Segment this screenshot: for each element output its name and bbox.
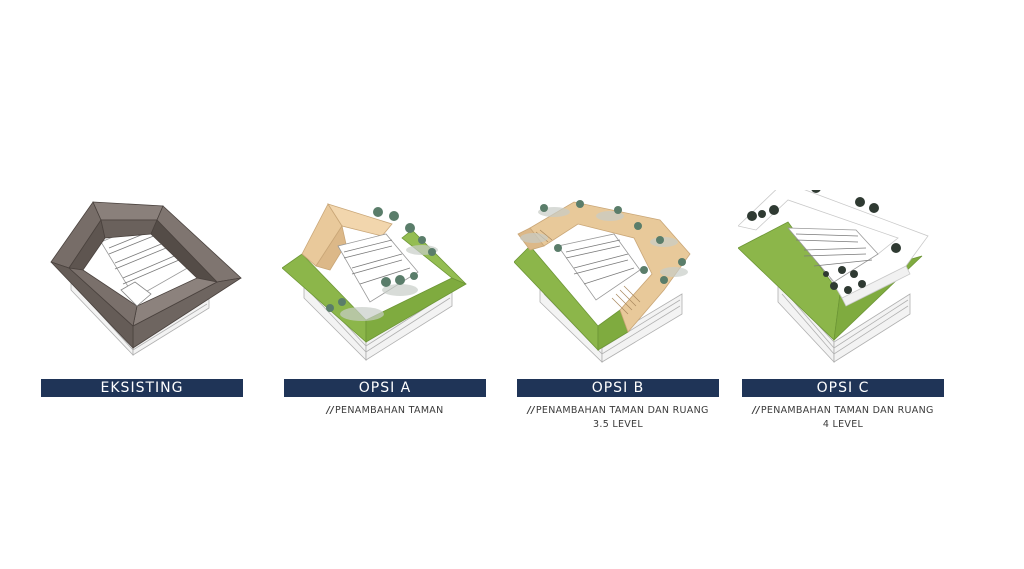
opsi-b-axonometric-drawing	[514, 200, 691, 363]
caption-opsi-c: //PENAMBAHAN TAMAN DAN RUANG 4 LEVEL	[742, 404, 944, 432]
caption-prefix: //	[752, 405, 760, 416]
scheme-opsi-b	[514, 190, 718, 370]
eksisting-axonometric-drawing	[50, 201, 242, 356]
caption-opsi-a: //PENAMBAHAN TAMAN	[284, 404, 486, 418]
label-opsi-a: OPSI A	[284, 379, 486, 397]
caption-line-2: 3.5 LEVEL	[593, 419, 643, 430]
scheme-opsi-a	[282, 190, 486, 370]
courtyard-interior	[787, 227, 879, 283]
opsi-c-axonometric-drawing	[738, 190, 929, 364]
trees	[520, 200, 688, 284]
caption-line-1: PENAMBAHAN TAMAN DAN RUANG	[535, 405, 709, 416]
caption-prefix: //	[527, 405, 535, 416]
caption-line-1: PENAMBAHAN TAMAN DAN RUANG	[760, 405, 934, 416]
scheme-opsi-c	[738, 190, 942, 370]
pitched-roof	[50, 201, 242, 349]
courtyard-interior	[337, 233, 419, 303]
label-opsi-c: OPSI C	[742, 379, 944, 397]
timber-roof	[301, 203, 393, 271]
green-roof	[282, 229, 467, 343]
caption-line-1: PENAMBAHAN TAMAN	[335, 405, 444, 416]
caption-line-1-wrap: //PENAMBAHAN TAMAN DAN RUANG	[742, 404, 944, 418]
caption-line-1-wrap: //PENAMBAHAN TAMAN DAN RUANG	[517, 404, 719, 418]
caption-line-2: 4 LEVEL	[822, 419, 864, 430]
caption-opsi-b: //PENAMBAHAN TAMAN DAN RUANG 3.5 LEVEL	[517, 404, 719, 432]
building-frame	[777, 280, 911, 364]
trees	[326, 207, 438, 321]
courtyard-interior	[557, 233, 641, 301]
scheme-eksisting	[41, 190, 245, 370]
caption-prefix: //	[326, 405, 335, 416]
trees	[747, 190, 901, 294]
label-eksisting: EKSISTING	[41, 379, 243, 397]
label-opsi-b: OPSI B	[517, 379, 719, 397]
opsi-a-axonometric-drawing	[282, 203, 467, 361]
green-roof	[514, 245, 629, 351]
